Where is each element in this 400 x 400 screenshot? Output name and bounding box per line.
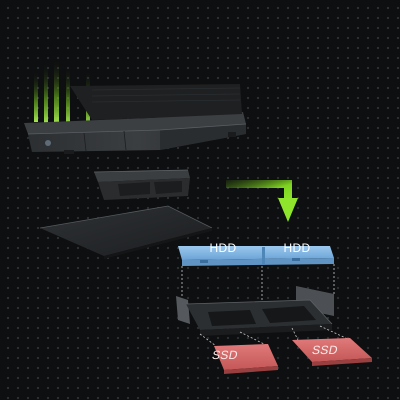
drive-cage-bracket	[93, 169, 190, 200]
arrow-down-right-icon	[226, 180, 298, 222]
chassis-case	[24, 58, 247, 154]
base-plate	[39, 205, 213, 259]
lower-drive-frame	[176, 264, 335, 336]
hdd-tray	[178, 246, 334, 266]
ssd-module-left	[214, 344, 278, 374]
ssd-label: SSD	[310, 343, 340, 357]
ssd-guide-lines	[199, 325, 351, 347]
circle-logo-icon	[45, 140, 51, 146]
hdd-label: HDD	[209, 241, 237, 255]
ssd-label: SSD	[210, 348, 240, 362]
ssd-module-right	[292, 338, 372, 366]
hdd-label: HDD	[283, 241, 311, 255]
